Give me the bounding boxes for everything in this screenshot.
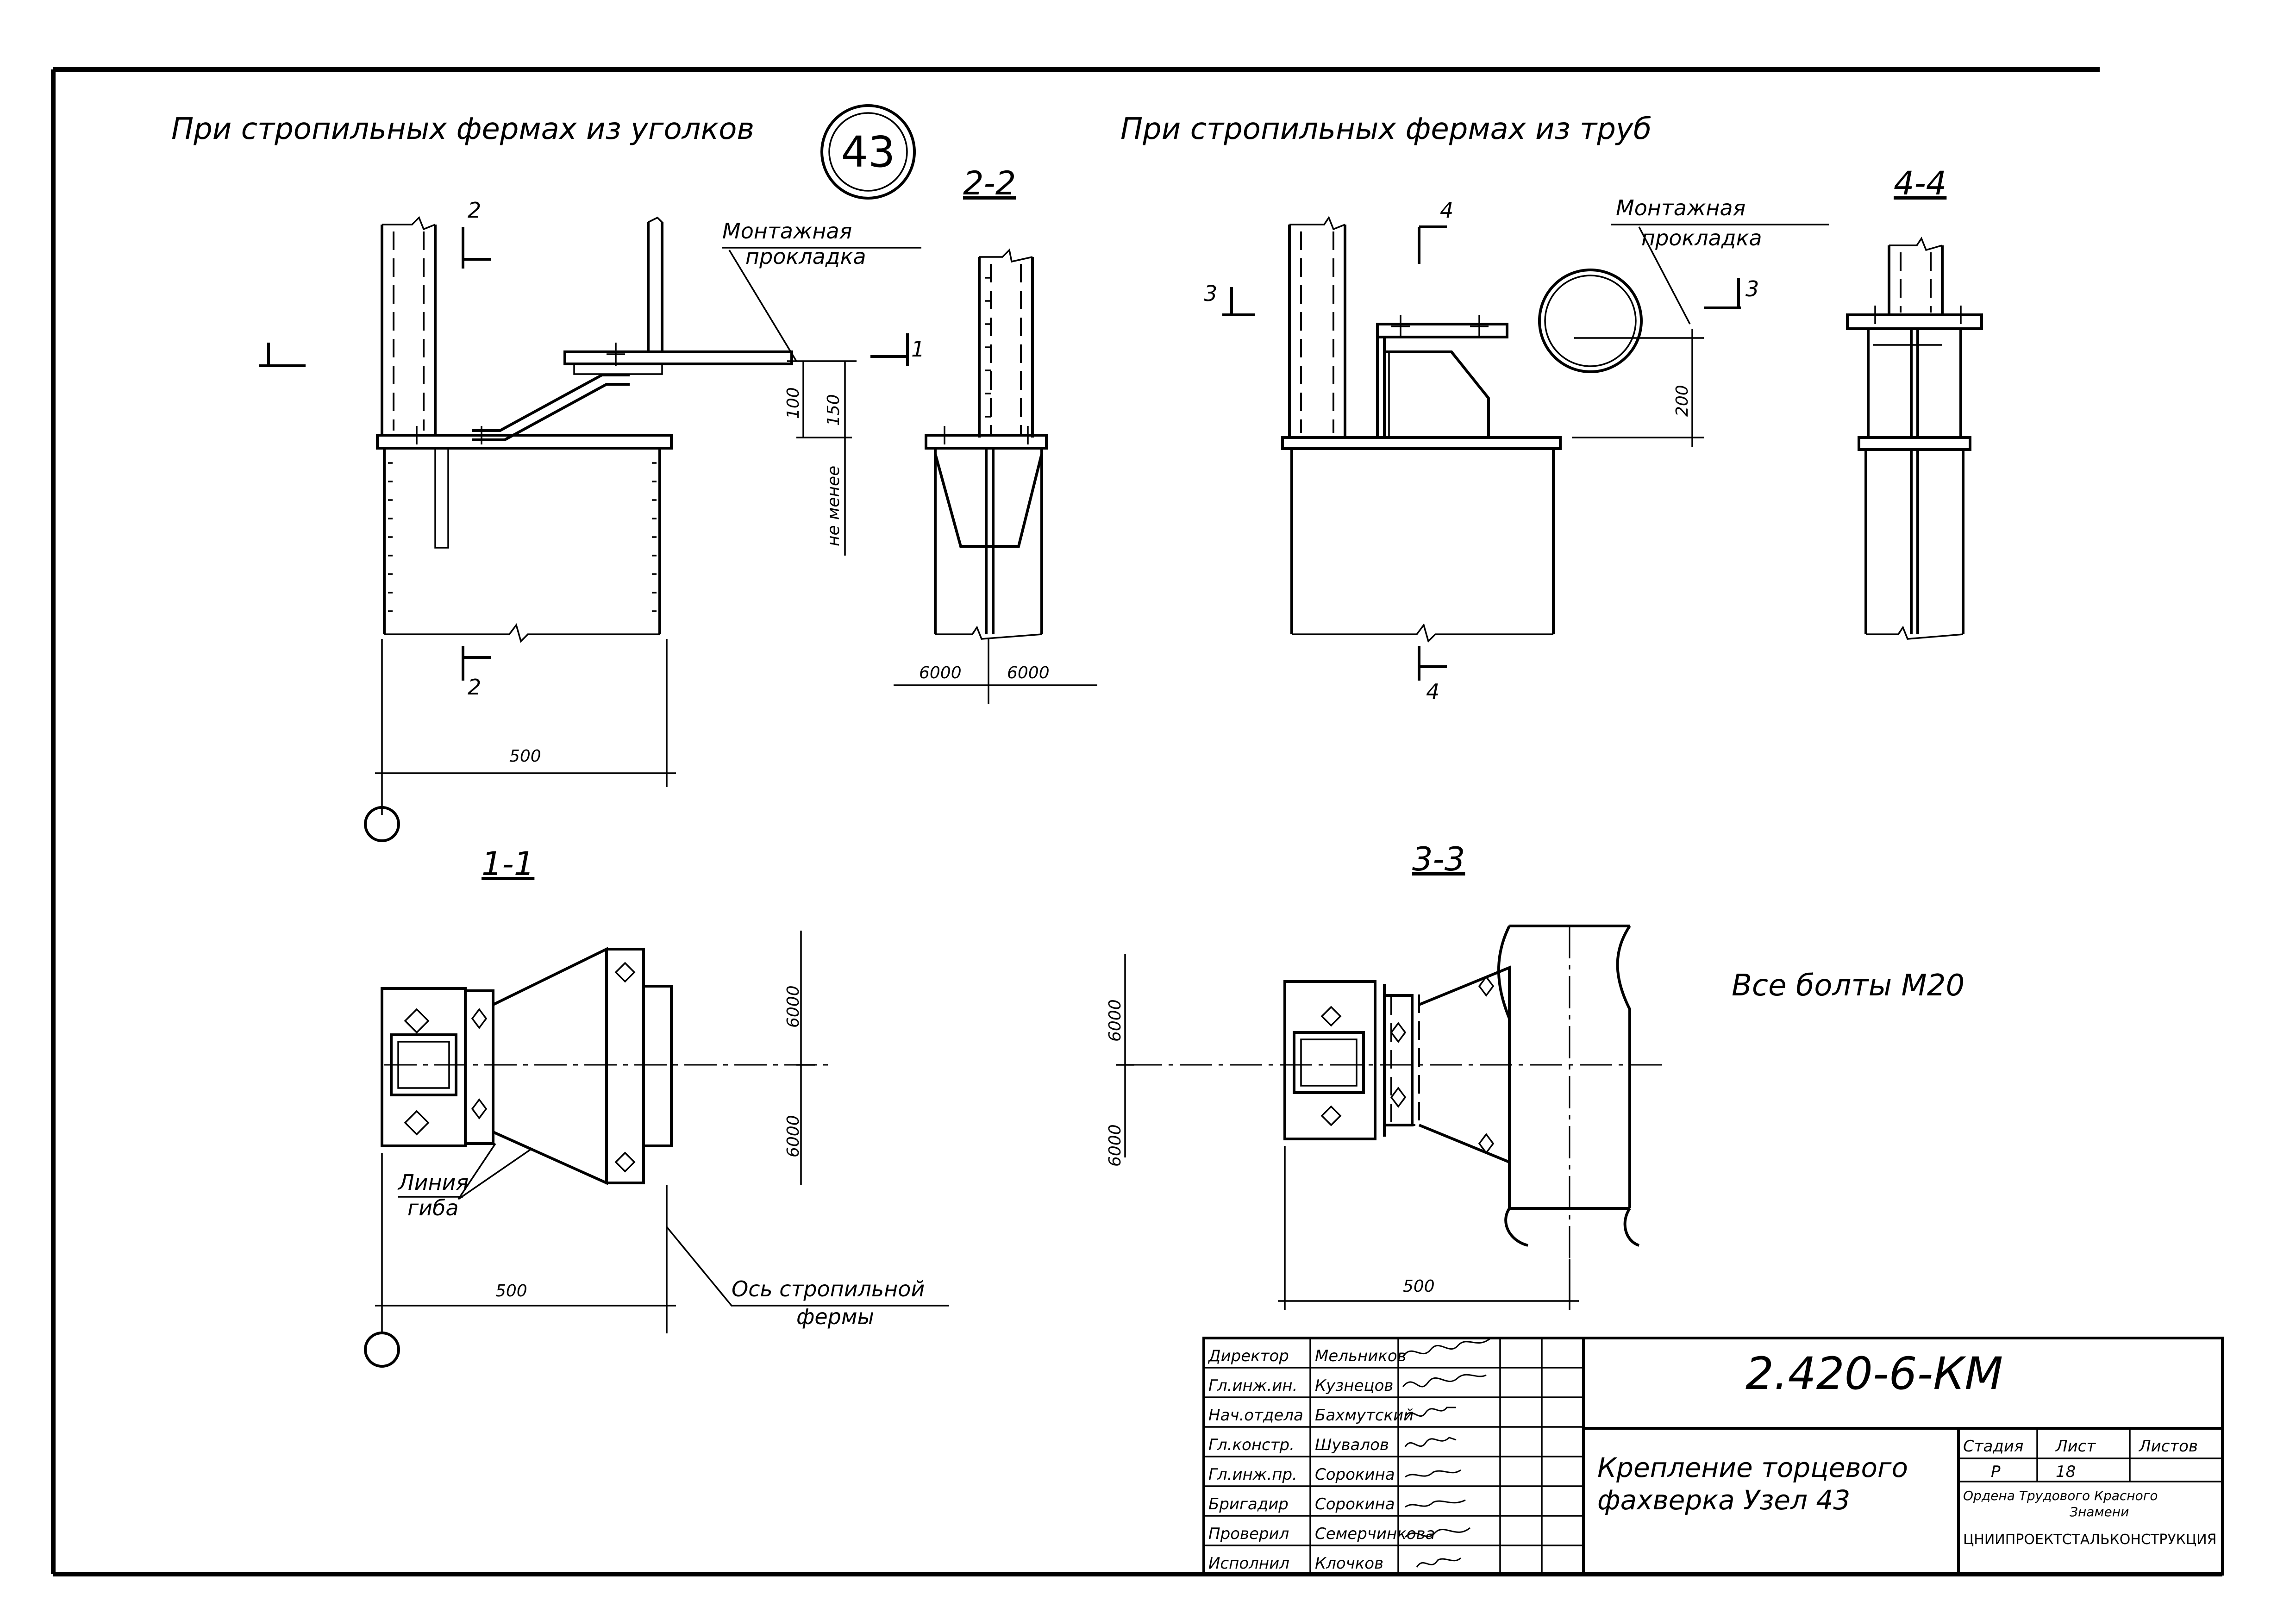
view-section-1-1: 6000 6000 Линия гиба 500 Ось стропильной… — [364, 931, 949, 1368]
role-name: Сорокина — [1315, 1465, 1395, 1484]
dim-6000-c: 6000 — [784, 985, 803, 1028]
role-name: Сорокина — [1315, 1495, 1395, 1513]
dim-6000-f: 6000 — [1106, 1124, 1125, 1167]
label-mount-pad-b-2: прокладка — [1641, 225, 1762, 250]
document-code: 2.420-6-КМ — [1745, 1348, 2003, 1400]
cut-mark-2-top: 2 — [468, 198, 481, 223]
cut-mark-2-bottom: 2 — [468, 675, 481, 700]
label-bend-line-1: Линия — [397, 1170, 469, 1195]
role-label: Проверил — [1208, 1525, 1289, 1543]
dim-500-c: 500 — [1403, 1277, 1435, 1296]
node-badge: 43 — [820, 104, 916, 200]
role-name: Бахмутский — [1315, 1406, 1414, 1425]
label-bend-line-2: гиба — [407, 1195, 459, 1220]
dim-100: 100 — [784, 387, 803, 419]
label-truss-axis-2: фермы — [796, 1304, 874, 1329]
sheet-value: 18 — [2056, 1463, 2076, 1481]
cut-mark-4-bottom: 4 — [1426, 679, 1439, 704]
dim-200: 200 — [1673, 385, 1692, 417]
view-section-2-2: 6000 6000 — [894, 248, 1097, 704]
signatures — [1402, 1337, 1491, 1568]
view-section-4-4 — [1846, 237, 1983, 640]
section-1-1-title: 1-1 — [482, 845, 534, 883]
role-name: Мельников — [1315, 1347, 1407, 1365]
heading-pipes: При стропильных фермах из труб — [1120, 112, 1652, 146]
note-all-bolts: Все болты М20 — [1732, 969, 1964, 1003]
heading-angles: При стропильных фермах из уголков — [171, 112, 754, 146]
section-4-4-title: 4-4 — [1894, 164, 1946, 202]
view-angles-elevation: 2 2 1 Монтажная прокладка 100 150 не мен… — [259, 198, 925, 842]
cut-mark-4-top: 4 — [1440, 198, 1453, 223]
label-truss-axis-1: Ось стропильной — [732, 1276, 925, 1301]
document-title-2: фахверка Узел 43 — [1597, 1484, 1850, 1516]
role-label: Нач.отдела — [1208, 1406, 1303, 1425]
stage-value: Р — [1991, 1463, 2001, 1481]
org-line-1: Ордена Трудового Красного — [1963, 1488, 2158, 1503]
section-2-2-title: 2-2 — [963, 164, 1016, 202]
col-sheet: Лист — [2055, 1437, 2096, 1456]
title-block: Директор Мельников Гл.инж.ин. Кузнецов Н… — [1202, 1337, 2224, 1576]
cut-mark-3-left: 3 — [1204, 281, 1217, 306]
title-block-roles: Директор Мельников Гл.инж.ин. Кузнецов Н… — [1207, 1347, 1435, 1573]
label-mount-pad-a-2: прокладка — [745, 244, 866, 269]
node-number: 43 — [841, 127, 895, 177]
col-stage: Стадия — [1963, 1437, 2023, 1456]
dim-not-less: не менее — [824, 466, 843, 546]
label-mount-pad-b-1: Монтажная — [1616, 195, 1745, 220]
role-label: Бригадир — [1208, 1495, 1289, 1513]
dim-150: 150 — [824, 394, 843, 426]
dim-6000-a: 6000 — [919, 663, 962, 682]
role-label: Гл.констр. — [1208, 1436, 1295, 1454]
cut-mark-3-right: 3 — [1745, 276, 1759, 301]
dim-6000-b: 6000 — [1007, 663, 1050, 682]
dim-6000-e: 6000 — [1106, 999, 1125, 1042]
role-name: Клочков — [1315, 1554, 1383, 1573]
role-label: Гл.инж.пр. — [1208, 1465, 1297, 1484]
dim-500-a: 500 — [509, 747, 541, 766]
role-name: Шувалов — [1315, 1436, 1389, 1454]
role-label: Исполнил — [1208, 1554, 1289, 1573]
col-sheets: Листов — [2138, 1437, 2198, 1456]
section-3-3-title: 3-3 — [1412, 840, 1465, 878]
label-mount-pad-a-1: Монтажная — [722, 219, 852, 244]
cut-mark-1: 1 — [911, 337, 925, 362]
dim-500-b: 500 — [495, 1282, 527, 1301]
org-line-2: Знамени — [2070, 1504, 2129, 1520]
view-pipes-elevation: 3 3 4 4 Монтажная прокладка 200 — [1204, 195, 1829, 704]
dim-6000-d: 6000 — [784, 1115, 803, 1157]
role-label: Гл.инж.ин. — [1208, 1376, 1297, 1395]
role-label: Директор — [1207, 1347, 1289, 1365]
view-section-3-3: 6000 6000 500 — [1106, 925, 1667, 1310]
role-name: Кузнецов — [1315, 1376, 1393, 1395]
org-line-3: ЦНИИПРОЕКТСТАЛЬКОНСТРУКЦИЯ — [1963, 1532, 2217, 1548]
document-title-1: Крепление торцевого — [1597, 1452, 1908, 1483]
